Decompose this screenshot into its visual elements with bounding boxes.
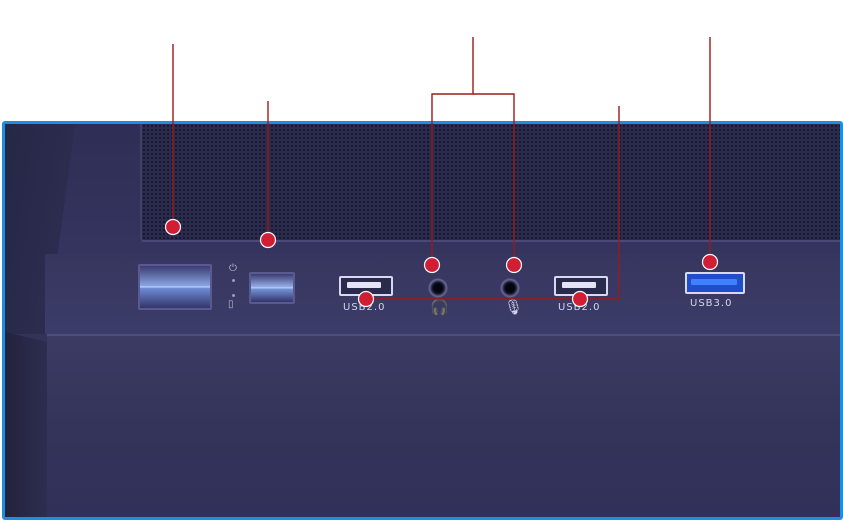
headphone-icon: 🎧 bbox=[430, 298, 449, 316]
power-button[interactable] bbox=[138, 264, 212, 310]
hdd-led bbox=[232, 294, 235, 297]
microphone-jack[interactable] bbox=[500, 278, 520, 298]
dust-filter-mesh bbox=[140, 124, 840, 242]
usb3-port[interactable] bbox=[685, 272, 745, 294]
marker-usb2-left bbox=[357, 290, 375, 308]
marker-dust-filter bbox=[164, 218, 182, 236]
usb2-left-label: USB2.0 bbox=[343, 302, 386, 313]
power-led bbox=[232, 279, 235, 282]
case-front-face bbox=[47, 334, 840, 517]
marker-usb2-right bbox=[571, 290, 589, 308]
case-left-corner bbox=[5, 332, 47, 517]
hdd-icon: ▯ bbox=[228, 299, 234, 310]
callout-line-headphone bbox=[431, 37, 474, 265]
case-photo: ⏻ ▯ USB2.0 🎧 🎙 USB2.0 USB3.0 bbox=[2, 121, 843, 520]
callout-line-microphone bbox=[473, 93, 515, 265]
marker-headphone-jack bbox=[423, 256, 441, 274]
marker-reset-button bbox=[259, 231, 277, 249]
power-icon: ⏻ bbox=[229, 263, 237, 274]
headphone-jack[interactable] bbox=[428, 278, 448, 298]
callout-line-usb2 bbox=[366, 106, 620, 300]
usb3-label: USB3.0 bbox=[690, 298, 733, 309]
marker-microphone-jack bbox=[505, 256, 523, 274]
marker-usb3 bbox=[701, 253, 719, 271]
microphone-icon: 🎙 bbox=[504, 298, 524, 316]
usb2-right-label: USB2.0 bbox=[558, 302, 601, 313]
reset-button[interactable] bbox=[249, 272, 295, 304]
